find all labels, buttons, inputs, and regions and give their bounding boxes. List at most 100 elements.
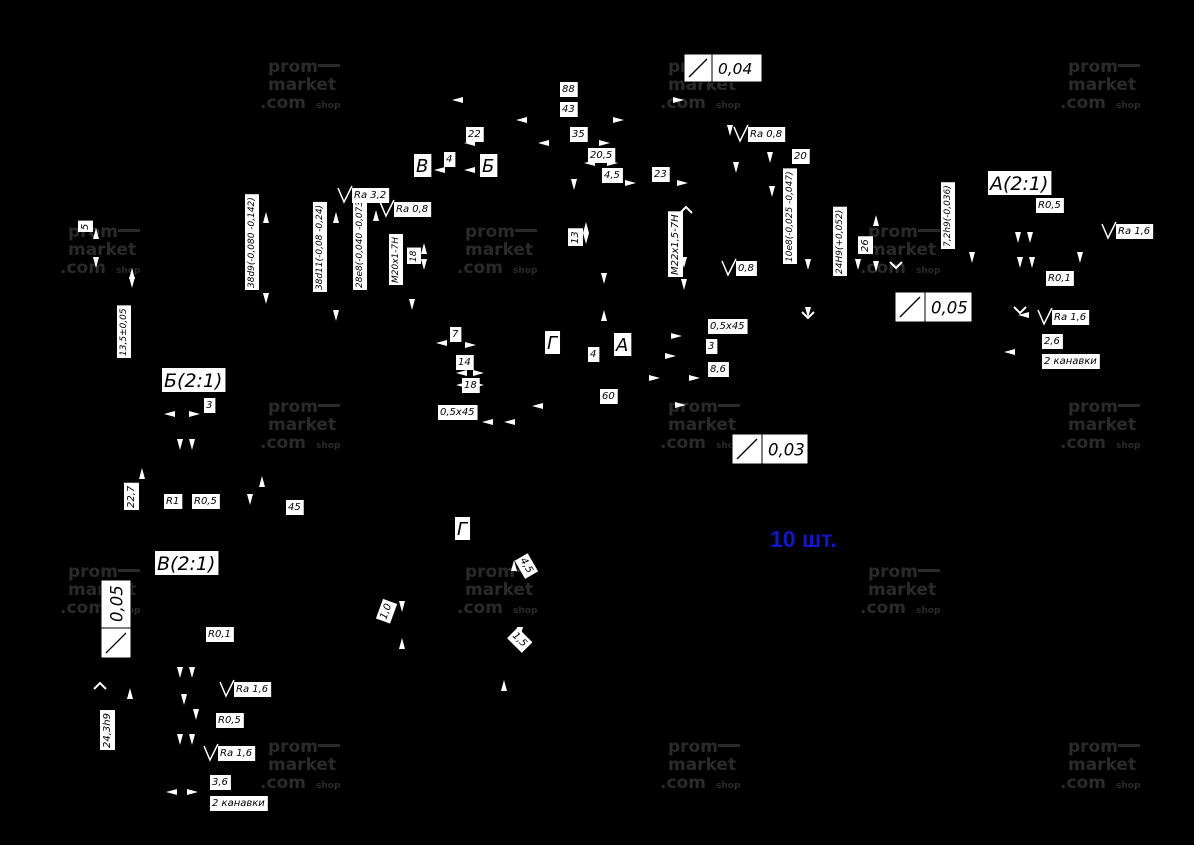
watermark-shop: shop	[716, 101, 741, 111]
watermark-layer: prommarket.comshopprommarket.comshopprom…	[60, 57, 1141, 793]
watermark-text: prom	[268, 57, 318, 77]
watermark-shop: shop	[716, 441, 741, 451]
dimension-arrowhead	[93, 228, 99, 239]
diameter-dimension: 10e8(-0,025 -0,047)	[783, 168, 797, 264]
roughness-symbol	[1101, 221, 1117, 240]
svg-text:Ra 0,8: Ra 0,8	[750, 129, 782, 140]
diameter-dimension: 18	[407, 247, 421, 264]
dimension-label: 0,5х45	[708, 319, 748, 334]
runout-tolerance-frame: 0,03	[731, 433, 809, 465]
svg-text:Ra 0,8: Ra 0,8	[396, 204, 428, 215]
svg-text:10e8(-0,025 -0,047): 10e8(-0,025 -0,047)	[785, 171, 795, 262]
dimension-arrows	[93, 97, 1083, 795]
svg-text:3,6: 3,6	[212, 777, 228, 788]
watermark-shop: shop	[916, 606, 941, 616]
svg-text:0,5х45: 0,5х45	[710, 321, 745, 332]
detail-view-title: Б(2:1)	[162, 368, 226, 392]
dimension-arrowhead	[681, 279, 687, 290]
dimension-label: 3	[706, 339, 718, 354]
watermark-text: market	[268, 75, 336, 95]
dimension-arrowhead	[805, 307, 811, 318]
watermark-text: .com	[1060, 433, 1106, 453]
svg-text:38d11(-0,08 -0,24): 38d11(-0,08 -0,24)	[315, 205, 325, 290]
dimension-arrowhead	[677, 180, 688, 186]
dimension-arrowhead	[465, 342, 476, 348]
dimension-arrowhead	[1017, 257, 1023, 268]
dimension-arrowhead	[421, 243, 427, 254]
roughness-label: Ra 1,6	[1052, 310, 1090, 325]
runout-arrow-icon	[899, 296, 921, 318]
watermark-text: market	[465, 580, 533, 600]
watermark-shop: shop	[1116, 101, 1141, 111]
dimension-label: 22,7	[124, 482, 139, 510]
svg-text:Б: Б	[482, 156, 494, 177]
svg-text:18: 18	[464, 380, 477, 391]
watermark-text: .com	[660, 93, 706, 113]
dimension-label: R1	[164, 494, 183, 509]
watermark-text: .com	[457, 598, 503, 618]
dimension-arrowhead	[855, 259, 861, 270]
roughness-label: 0,8	[736, 261, 757, 276]
svg-text:13: 13	[570, 231, 581, 244]
dimension-arrowhead	[399, 638, 405, 649]
dimension-arrowhead	[583, 222, 589, 233]
dimension-arrowhead	[409, 299, 415, 310]
dimension-label: 2 канавки	[210, 796, 268, 811]
dimension-label: R0,1	[1046, 271, 1074, 286]
svg-text:5: 5	[80, 224, 91, 230]
dimension-arrowhead	[1015, 232, 1021, 243]
svg-text:7: 7	[452, 329, 459, 340]
dimension-arrowhead	[649, 375, 660, 381]
svg-text:45: 45	[288, 502, 301, 513]
watermark-text: market	[868, 580, 936, 600]
svg-text:R0,1: R0,1	[208, 629, 231, 640]
dimension-arrowhead	[671, 333, 682, 339]
dimension-arrowhead	[421, 259, 427, 270]
dimension-label: 5	[78, 220, 93, 232]
diameter-dimension: 38d11(-0,08 -0,24)	[313, 201, 327, 292]
watermark-text: .com	[860, 598, 906, 618]
dimension-arrowhead	[599, 140, 610, 146]
dimension-arrowhead	[93, 257, 99, 268]
dimension-arrowhead	[452, 97, 463, 103]
roughness-label: Ra 1,6	[234, 682, 272, 697]
watermark-text: prom	[668, 737, 718, 757]
watermark-text: .com	[260, 773, 306, 793]
watermark-text: .com	[860, 258, 906, 278]
dimension-label: 22	[466, 127, 484, 142]
dimension-arrowhead	[464, 167, 475, 173]
roughness-label: Ra 1,6	[1116, 224, 1154, 239]
roughness-label: Ra 1,6	[218, 746, 256, 761]
svg-text:2,6: 2,6	[1044, 336, 1060, 347]
svg-text:Ra 1,6: Ra 1,6	[220, 748, 252, 759]
dimension-arrowhead	[177, 667, 183, 678]
dimension-label: 3,6	[210, 775, 231, 790]
dimension-label: R0,1	[206, 627, 234, 642]
dimension-arrowhead	[571, 179, 577, 190]
roughness-symbol	[219, 679, 235, 698]
dimension-arrowhead	[127, 688, 133, 699]
watermark-text: .com	[1060, 773, 1106, 793]
svg-text:28e8(-0,040 -0,073): 28e8(-0,040 -0,073)	[355, 197, 365, 288]
section-mark: Г	[545, 331, 561, 354]
dimension-label: 4	[588, 347, 600, 362]
svg-text:4: 4	[446, 154, 452, 165]
watermark-text: prom	[1068, 57, 1118, 77]
dimension-arrowhead	[769, 186, 775, 197]
svg-text:Ra 1,6: Ra 1,6	[1054, 312, 1086, 323]
svg-text:23: 23	[654, 169, 667, 180]
watermark-text: prom	[1068, 397, 1118, 417]
dimension-arrowhead	[129, 268, 135, 279]
dimension-arrowhead	[434, 167, 445, 173]
watermark-shop: shop	[116, 266, 141, 276]
dimension-arrowhead	[436, 340, 447, 346]
runout-arrow-icon	[105, 632, 127, 654]
dimension-arrowhead	[727, 125, 733, 136]
dimension-label: 23	[652, 167, 670, 182]
roughness-symbol	[337, 185, 353, 204]
watermark-text: .com	[1060, 93, 1106, 113]
